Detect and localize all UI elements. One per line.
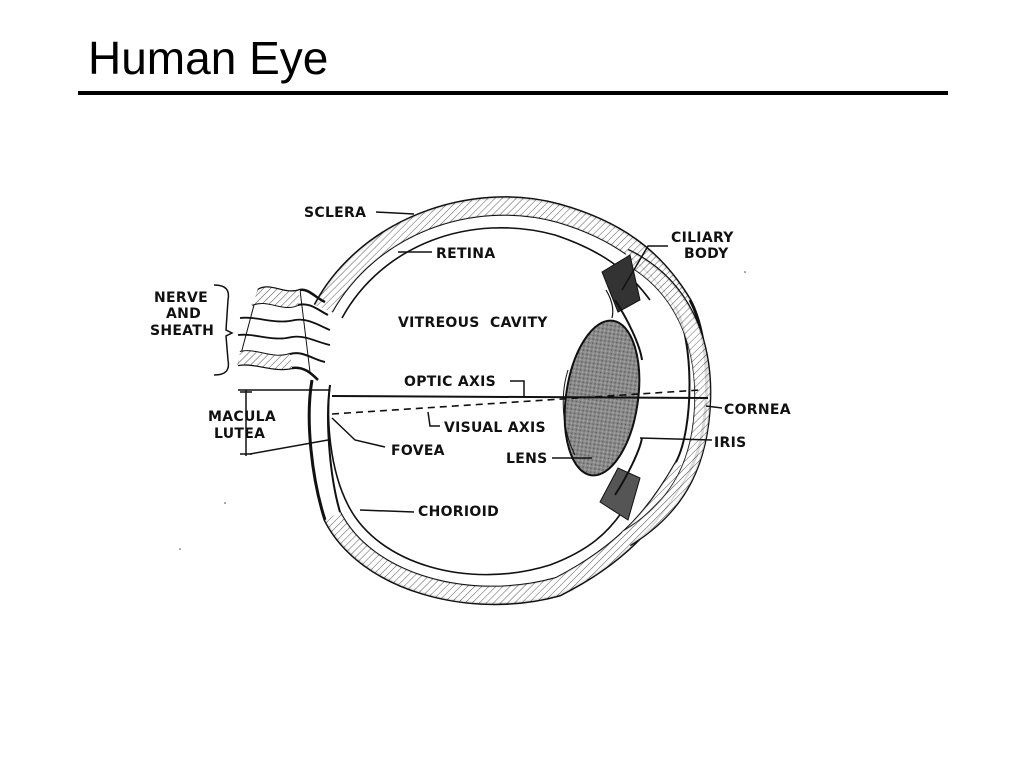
optic-axis-line	[331, 395, 709, 399]
speck	[179, 548, 181, 550]
label-fovea: FOVEA	[391, 443, 445, 459]
ciliary-body	[599, 254, 641, 521]
label-nerve-line1: NERVE	[154, 290, 208, 306]
label-ciliary-body-line1: CILIARY	[671, 230, 734, 246]
title-divider	[78, 91, 948, 95]
speck	[224, 502, 226, 504]
label-macula-line2: LUTEA	[214, 426, 265, 442]
label-vitreous-cavity: VITREOUS CAVITY	[398, 315, 548, 331]
label-cornea: CORNEA	[724, 402, 791, 418]
label-visual-axis: VISUAL AXIS	[444, 420, 546, 436]
label-sclera: SCLERA	[304, 205, 366, 221]
leader-lines	[213, 211, 723, 513]
label-optic-axis: OPTIC AXIS	[404, 374, 496, 390]
label-macula-line1: MACULA	[208, 409, 276, 425]
page-title: Human Eye	[88, 32, 329, 84]
label-retina: RETINA	[436, 246, 495, 262]
sclera	[307, 196, 708, 606]
optic-nerve	[237, 286, 331, 381]
label-lens: LENS	[506, 451, 547, 467]
iris	[605, 289, 643, 496]
label-chorioid: CHORIOID	[418, 504, 499, 520]
label-ciliary-body-line2: BODY	[684, 246, 729, 262]
label-iris: IRIS	[714, 435, 746, 451]
speck	[744, 271, 746, 273]
label-nerve-line2: AND	[166, 306, 201, 322]
visual-axis-line	[331, 389, 701, 415]
label-nerve-line3: SHEATH	[150, 323, 214, 339]
